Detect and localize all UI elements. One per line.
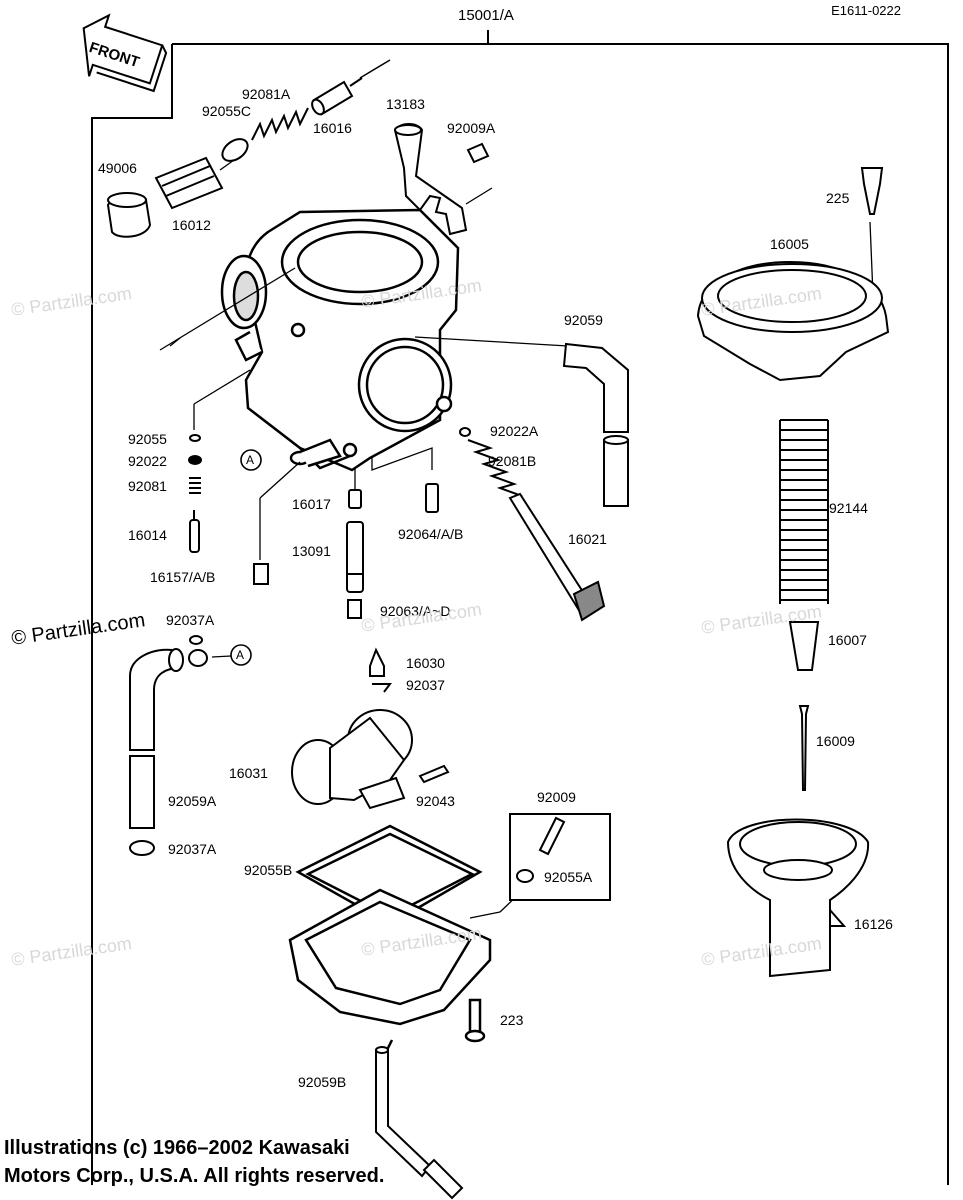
part-16031-float	[291, 709, 413, 810]
part-223-screw	[468, 998, 482, 1036]
part-92009-screw	[538, 816, 566, 856]
drain-tube-92059B	[375, 1046, 464, 1200]
part-label-16016: 16016	[313, 120, 352, 136]
vent-tube-92059	[562, 342, 629, 507]
part-92059A-hose	[129, 755, 155, 829]
part-label-92055B: 92055B	[244, 862, 293, 878]
float-bowl-group	[288, 824, 492, 1061]
part-label-92081: 92081	[128, 478, 167, 494]
part-label-16009: 16009	[816, 733, 855, 749]
figure-reference-code: E1611-0222	[831, 3, 901, 18]
part-label-16012: 16012	[172, 217, 211, 233]
cable-bracket-group	[393, 123, 490, 236]
part-16014-pilot-screw	[189, 519, 200, 553]
part-92043-pin	[418, 764, 450, 784]
callout-letter-a-body: A	[246, 453, 255, 467]
part-label-13183: 13183	[386, 96, 425, 112]
vacuum-piston-group	[696, 167, 890, 978]
part-16009-needle	[798, 705, 810, 791]
part-92081-spring	[189, 477, 201, 494]
throttle-stop-group	[459, 427, 606, 622]
assembly-frame	[91, 30, 949, 1185]
carburetor-body	[220, 208, 460, 472]
part-92063-main-jet	[347, 599, 362, 619]
part-label-92144: 92144	[829, 500, 868, 516]
drain-screw-box	[509, 813, 611, 901]
part-label-16030: 16030	[406, 655, 445, 671]
part-label-92055C: 92055C	[202, 103, 252, 119]
part-label-92059A: 92059A	[168, 793, 217, 809]
part-92055-oring	[189, 434, 201, 442]
callout-letter-a-hose: A	[236, 648, 245, 662]
part-label-16126: 16126	[854, 916, 893, 932]
copyright-line-2: Motors Corp., U.S.A. All rights reserved…	[4, 1165, 385, 1187]
callout-circles	[211, 449, 262, 666]
part-16007-retainer	[788, 621, 820, 671]
part-label-223: 223	[500, 1012, 524, 1028]
part-label-92064: 92064/A/B	[398, 526, 464, 542]
part-label-92022A: 92022A	[490, 423, 539, 439]
jet-group	[346, 483, 439, 693]
part-label-16157: 16157/A/B	[150, 569, 216, 585]
part-label-49006: 49006	[98, 160, 137, 176]
part-label-92059: 92059	[564, 312, 603, 328]
part-label-16017: 16017	[292, 496, 331, 512]
part-label-92037A-bottom: 92037A	[168, 841, 217, 857]
part-92037A-clamp	[129, 840, 155, 856]
part-label-92055: 92055	[128, 431, 167, 447]
part-92081A-spring	[251, 107, 309, 141]
part-label-92009A: 92009A	[447, 120, 496, 136]
part-92144-spring	[780, 419, 828, 601]
part-16017-jet	[348, 489, 362, 509]
pilot-screw-group	[188, 434, 269, 585]
starter-plunger-group	[106, 59, 391, 238]
part-92022A-washer	[459, 427, 471, 437]
part-92055A-oring	[516, 869, 534, 883]
part-92037-clip	[372, 683, 392, 693]
part-label-92081B: 92081B	[488, 453, 537, 469]
part-92009A-screw	[466, 142, 490, 164]
part-label-16007: 16007	[828, 632, 867, 648]
part-92055C-oring	[221, 138, 249, 162]
part-16030-float-valve	[369, 647, 385, 677]
part-label-92022: 92022	[128, 453, 167, 469]
part-92022-washer	[188, 455, 202, 465]
part-label-92059B: 92059B	[298, 1074, 347, 1090]
front-arrow-icon	[82, 13, 168, 93]
callout-circle-a-hose	[230, 644, 252, 666]
part-13091-needle-jet	[346, 521, 364, 593]
float-and-hose-group	[129, 635, 450, 856]
part-225-screw	[860, 167, 884, 215]
part-label-16005: 16005	[770, 236, 809, 252]
part-16012-nut	[154, 156, 224, 210]
part-label-225: 225	[826, 190, 850, 206]
leader-lines	[159, 159, 875, 919]
part-label-16021: 16021	[568, 531, 607, 547]
callout-circle-a-body	[240, 449, 262, 471]
part-label-92037A-top: 92037A	[166, 612, 215, 628]
part-label-92081A: 92081A	[242, 86, 291, 102]
copyright-line-1: Illustrations (c) 1966–2002 Kawasaki	[4, 1137, 350, 1159]
part-label-16014: 16014	[128, 527, 167, 543]
part-label-92043: 92043	[416, 793, 455, 809]
assembly-number: 15001/A	[458, 7, 514, 24]
part-label-13091: 13091	[292, 543, 331, 559]
part-label-92063: 92063/A~D	[380, 603, 451, 619]
part-label-92037: 92037	[406, 677, 445, 693]
part-92081B-spring	[467, 439, 523, 497]
part-16157-plug	[253, 563, 269, 585]
part-label-92055A: 92055A	[544, 869, 593, 885]
part-label-92009: 92009	[537, 789, 576, 805]
part-92064-pilot-jet	[425, 483, 439, 513]
part-label-16031: 16031	[229, 765, 268, 781]
